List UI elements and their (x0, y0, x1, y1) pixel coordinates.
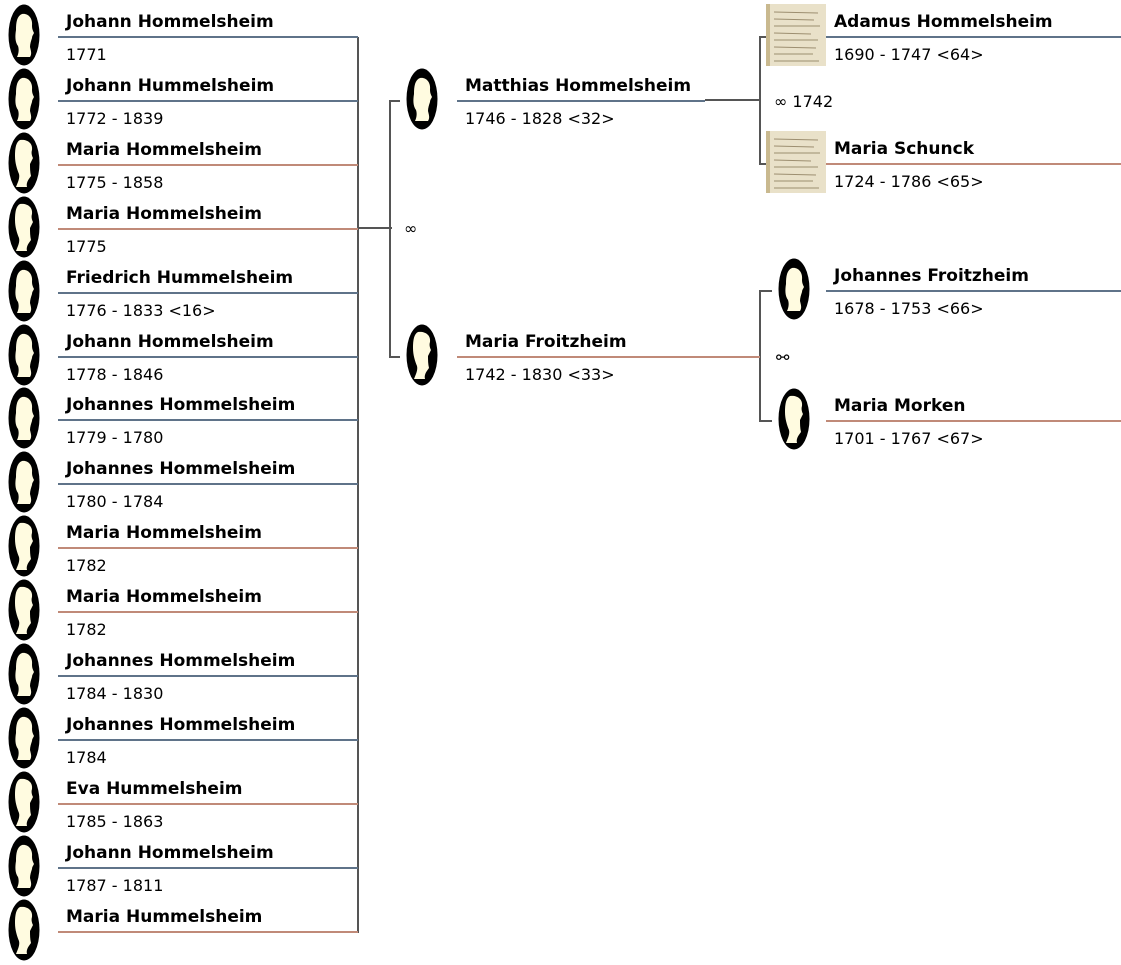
underline (58, 227, 358, 230)
underline (826, 290, 1121, 292)
underline (58, 163, 358, 166)
person-dates: 1742 - 1830 <33> (465, 365, 615, 384)
underline (58, 738, 358, 741)
female-silhouette-icon (406, 324, 438, 386)
paternal-marriage-symbol: ∞ 1742 (774, 92, 834, 111)
person-name: Johann Hommelsheim (66, 331, 274, 352)
underline (58, 36, 358, 38)
person-name: Adamus Hommelsheim (834, 12, 1053, 32)
person-dates: 1782 (66, 620, 107, 640)
underline (58, 291, 358, 294)
person-dates: 1780 - 1784 (66, 492, 164, 512)
underline (457, 356, 760, 358)
female-silhouette-icon (8, 899, 40, 961)
document-scan-icon (766, 131, 826, 193)
female-silhouette-icon (778, 388, 810, 450)
underline (826, 36, 1121, 38)
person-name: Maria Froitzheim (465, 332, 627, 352)
underline (457, 100, 705, 102)
person-name: Johannes Hommelsheim (66, 395, 296, 416)
person-dates: 1678 - 1753 <66> (834, 299, 984, 318)
person-name: Maria Hommelsheim (66, 139, 262, 160)
male-silhouette-icon (8, 4, 40, 66)
male-silhouette-icon (8, 68, 40, 130)
person-name: Maria Schunck (834, 139, 975, 159)
person-name: Johann Hommelsheim (66, 842, 274, 863)
person-name: Maria Hommelsheim (66, 203, 262, 224)
person-dates: 1690 - 1747 <64> (834, 45, 984, 64)
female-silhouette-icon (8, 579, 40, 641)
underline (826, 420, 1121, 422)
underline (58, 355, 358, 358)
underline (58, 99, 358, 102)
person-name: Johannes Hommelsheim (66, 651, 296, 671)
male-silhouette-icon (8, 643, 40, 705)
male-silhouette-icon (8, 835, 40, 897)
person-dates: 1772 - 1839 (66, 108, 164, 128)
person-dates: 1776 - 1833 <16> (66, 300, 216, 320)
person-name: Maria Hommelsheim (66, 523, 262, 544)
underline (826, 163, 1121, 165)
female-silhouette-icon (8, 132, 40, 194)
male-silhouette-icon (8, 451, 40, 513)
person-dates: 1771 (66, 45, 107, 64)
male-silhouette-icon (8, 707, 40, 769)
document-scan-icon (766, 4, 826, 66)
maternal-marriage-symbol: ⚯ (776, 348, 790, 367)
person-name: Friedrich Hummelsheim (66, 267, 294, 288)
person-name: Eva Hummelsheim (66, 778, 243, 799)
person-name: Johannes Hommelsheim (66, 459, 296, 480)
underline (58, 675, 358, 677)
underline (58, 419, 358, 422)
underline (58, 802, 358, 805)
person-dates: 1784 - 1830 (66, 684, 164, 703)
person-name: Maria Hummelsheim (66, 906, 263, 927)
person-dates: 1775 - 1858 (66, 172, 164, 192)
male-silhouette-icon (8, 324, 40, 386)
male-silhouette-icon (406, 68, 438, 130)
person-dates: 1779 - 1780 (66, 428, 164, 448)
male-silhouette-icon (8, 260, 40, 322)
person-name: Maria Morken (834, 396, 966, 416)
female-silhouette-icon (8, 196, 40, 258)
parents-marriage-symbol: ∞ (404, 219, 418, 238)
person-dates: 1746 - 1828 <32> (465, 109, 615, 128)
person-dates: 1785 - 1863 (66, 811, 164, 831)
person-dates: 1784 (66, 747, 107, 767)
person-name: Johannes Hommelsheim (66, 714, 296, 735)
person-name: Matthias Hommelsheim (465, 76, 692, 96)
person-dates: 1778 - 1846 (66, 364, 164, 384)
person-name: Johannes Froitzheim (834, 266, 1029, 286)
person-name: Johann Hommelsheim (66, 12, 274, 32)
male-silhouette-icon (778, 258, 810, 320)
person-dates: 1782 (66, 556, 107, 576)
person-name: Maria Hommelsheim (66, 587, 262, 608)
underline (58, 611, 358, 614)
person-dates: 1787 - 1811 (66, 875, 164, 895)
underline (58, 866, 358, 869)
person-dates: 1724 - 1786 <65> (834, 172, 984, 191)
underline (58, 547, 358, 550)
person-dates: 1775 (66, 236, 107, 256)
underline (58, 483, 358, 486)
person-dates: 1701 - 1767 <67> (834, 429, 984, 448)
person-name: Johann Hummelsheim (66, 75, 275, 96)
male-silhouette-icon (8, 387, 40, 449)
underline (58, 930, 358, 933)
female-silhouette-icon (8, 771, 40, 833)
female-silhouette-icon (8, 515, 40, 577)
